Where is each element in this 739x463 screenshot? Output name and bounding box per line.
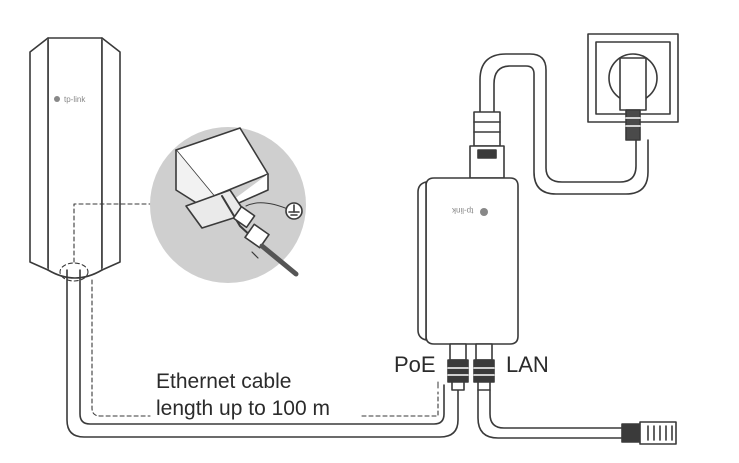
lan-port-label: LAN bbox=[506, 352, 549, 377]
power-cable bbox=[479, 53, 649, 195]
callout-lines bbox=[73, 203, 439, 417]
tp-link-logo-icon bbox=[480, 208, 488, 216]
poe-port-label: PoE bbox=[394, 352, 436, 377]
wall-socket bbox=[587, 33, 679, 141]
lan-cable bbox=[477, 389, 623, 439]
access-point-logo-text: tp-link bbox=[64, 95, 86, 104]
cable-length-label-line2: length up to 100 m bbox=[156, 397, 330, 420]
injector-logo-text: tp-link bbox=[452, 206, 474, 215]
poe-port-connector bbox=[447, 343, 469, 391]
lan-port-connector bbox=[473, 343, 495, 391]
callout-circle bbox=[59, 262, 89, 282]
tp-link-logo-icon bbox=[54, 96, 60, 102]
access-point bbox=[29, 37, 121, 279]
rj45-plug bbox=[621, 421, 677, 445]
poe-injector bbox=[417, 177, 519, 345]
grounding-detail bbox=[150, 127, 306, 283]
cable-length-label-line1: Ethernet cable bbox=[156, 370, 292, 393]
power-connector bbox=[469, 111, 505, 179]
ground-symbol-icon bbox=[285, 202, 303, 220]
ethernet-cable bbox=[66, 269, 459, 438]
